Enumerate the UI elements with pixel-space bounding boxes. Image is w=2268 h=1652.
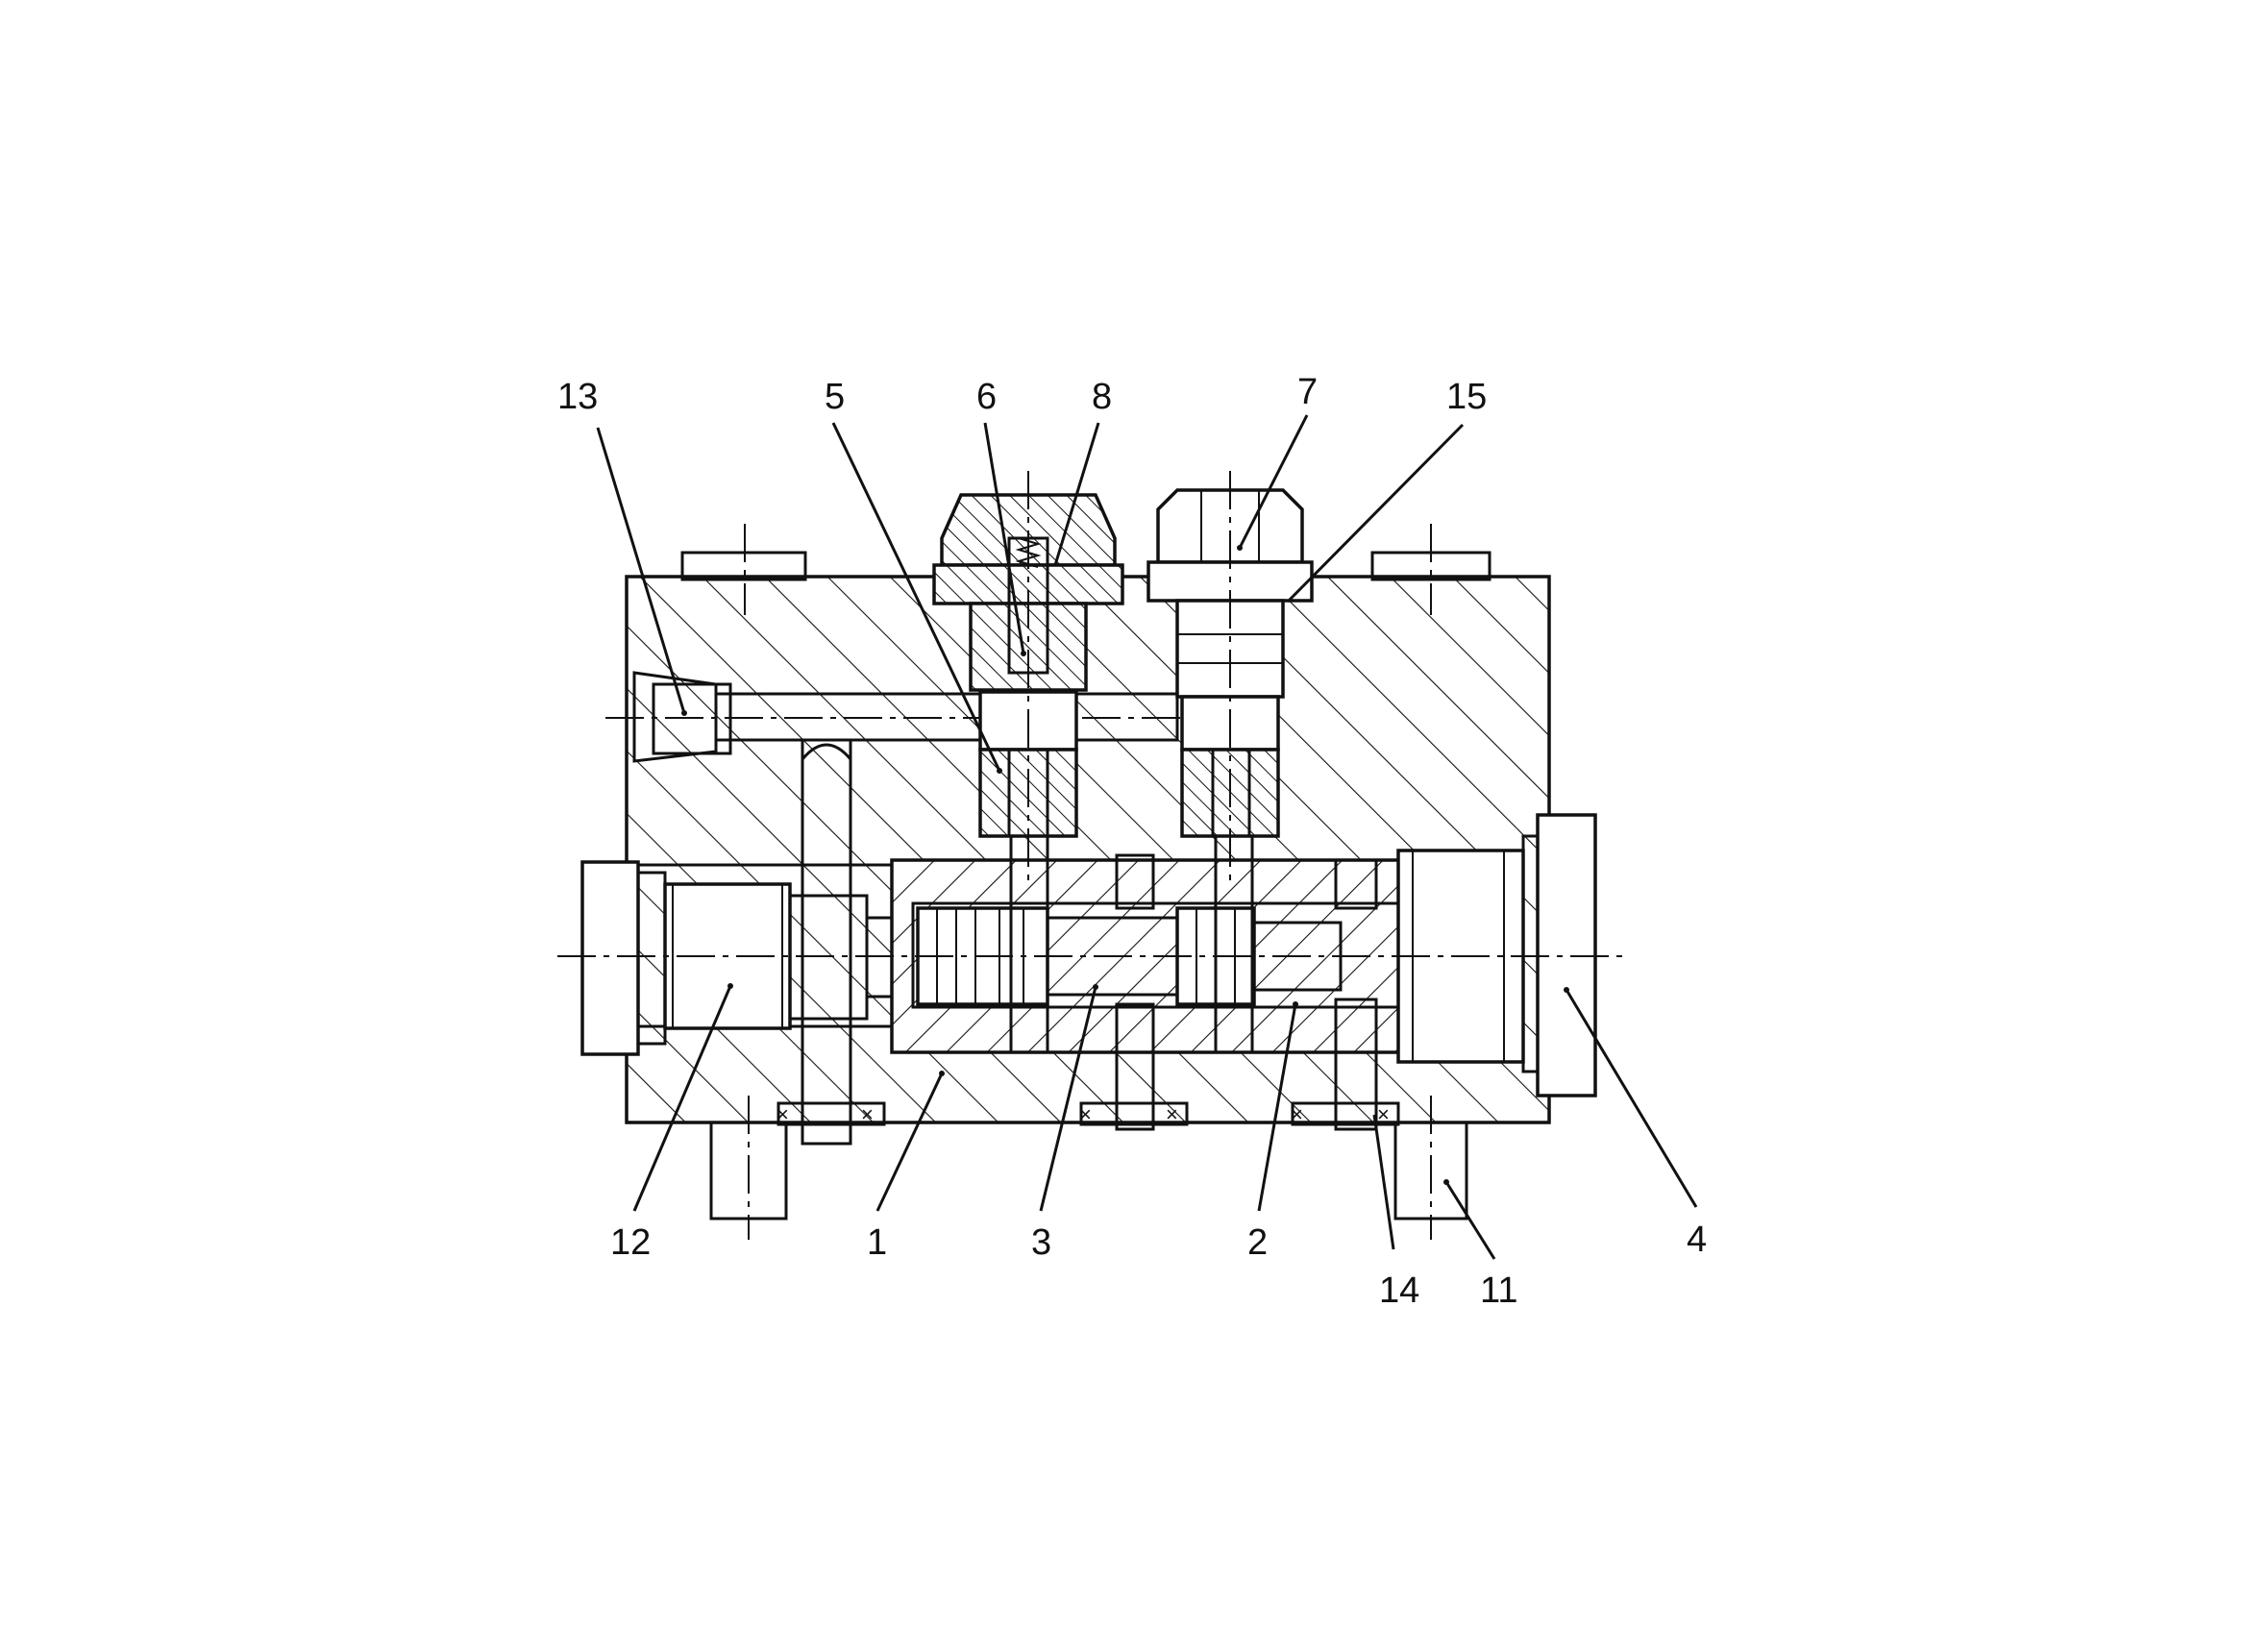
bottom-seal-left: × × bbox=[777, 1101, 886, 1126]
leader-lines bbox=[596, 414, 1698, 1260]
top-bolt-left bbox=[680, 524, 807, 615]
check-valve-left bbox=[932, 471, 1124, 884]
callout-labels: 13 5 6 8 7 15 12 1 3 2 14 11 4 bbox=[557, 372, 1707, 1311]
callout-6: 6 bbox=[976, 377, 997, 417]
dowel-pin-left bbox=[709, 1096, 788, 1240]
check-valve-right bbox=[1146, 471, 1314, 884]
bottom-seal-middle: × × bbox=[1079, 1101, 1189, 1126]
callout-5: 5 bbox=[825, 377, 845, 417]
svg-text:×: × bbox=[1079, 1102, 1092, 1126]
svg-text:×: × bbox=[1291, 1102, 1303, 1126]
callout-8: 8 bbox=[1092, 377, 1112, 417]
bottom-seal-right: × × bbox=[1291, 1101, 1400, 1126]
callout-3: 3 bbox=[1031, 1222, 1051, 1263]
dowel-pin-right bbox=[1393, 1096, 1468, 1240]
vertical-channel-left bbox=[801, 738, 852, 1146]
svg-text:×: × bbox=[1377, 1102, 1390, 1126]
svg-text:×: × bbox=[777, 1102, 789, 1126]
callout-11: 11 bbox=[1480, 1270, 1517, 1311]
callout-1: 1 bbox=[867, 1222, 887, 1263]
callout-15: 15 bbox=[1446, 377, 1487, 417]
callout-14: 14 bbox=[1379, 1270, 1419, 1311]
callout-4: 4 bbox=[1687, 1220, 1707, 1260]
callout-13: 13 bbox=[557, 377, 598, 417]
upper-channel bbox=[605, 671, 1182, 763]
callout-2: 2 bbox=[1247, 1222, 1268, 1263]
callout-7: 7 bbox=[1297, 372, 1318, 412]
svg-text:×: × bbox=[1166, 1102, 1178, 1126]
callout-dots bbox=[681, 545, 1569, 1185]
top-bolt-right bbox=[1370, 524, 1491, 615]
callout-12: 12 bbox=[610, 1222, 651, 1263]
svg-text:×: × bbox=[861, 1102, 874, 1126]
